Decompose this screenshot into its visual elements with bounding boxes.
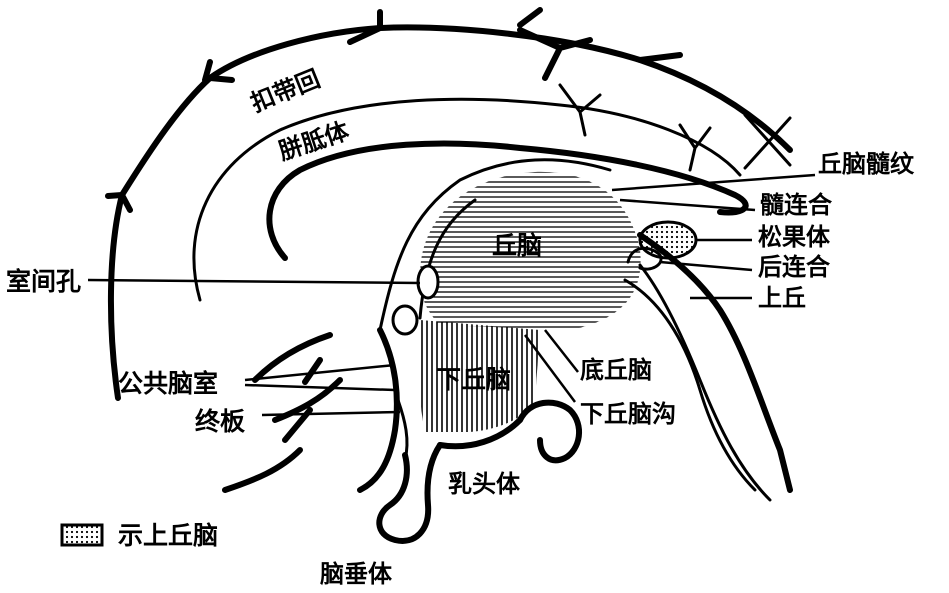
- label-interventricular-foramen: 室间孔: [6, 267, 81, 296]
- aqueduct: [625, 280, 755, 490]
- label-third-ventricle: 公共脑室: [118, 369, 218, 398]
- label-superior-colliculus: 上丘: [758, 284, 806, 312]
- leader-third-ventricle-2: [245, 385, 395, 390]
- label-lamina-terminalis: 终板: [195, 407, 245, 436]
- label-corpus-callosum: 胼胝体: [275, 117, 353, 166]
- legend-swatch: [62, 525, 102, 545]
- label-hypothalamus: 下丘脑: [436, 365, 511, 394]
- anterior-commissure-shape: [393, 306, 417, 334]
- label-mammillary-body: 乳头体: [448, 470, 521, 498]
- leader-foramen: [88, 280, 420, 283]
- leader-subthalamus: [545, 330, 578, 372]
- midbrain-outline: [640, 265, 770, 500]
- leader-post-commissure: [660, 262, 752, 270]
- leader-lamina: [262, 412, 400, 415]
- label-thalamus: 丘脑: [492, 231, 542, 260]
- label-pineal-body: 松果体: [758, 223, 831, 251]
- third-ventricle-wall: [360, 330, 397, 490]
- mammillary-body-shape: [520, 403, 579, 461]
- label-hypophysis: 脑垂体: [319, 560, 393, 588]
- leader-habenular: [620, 200, 755, 210]
- label-cingulate-gyrus: 扣带回: [247, 65, 324, 118]
- pineal-body-shape: [640, 222, 696, 258]
- label-hypothalamic-sulcus: 下丘脑沟: [580, 400, 676, 428]
- label-habenular-commissure: 髓连合: [760, 191, 833, 219]
- legend-label: 示上丘脑: [118, 521, 218, 550]
- label-subthalamus: 底丘脑: [580, 356, 652, 384]
- interventricular-foramen-shape: [418, 266, 438, 298]
- label-stria-medullaris: 丘脑髓纹: [818, 150, 915, 178]
- label-posterior-commissure: 后连合: [758, 253, 831, 281]
